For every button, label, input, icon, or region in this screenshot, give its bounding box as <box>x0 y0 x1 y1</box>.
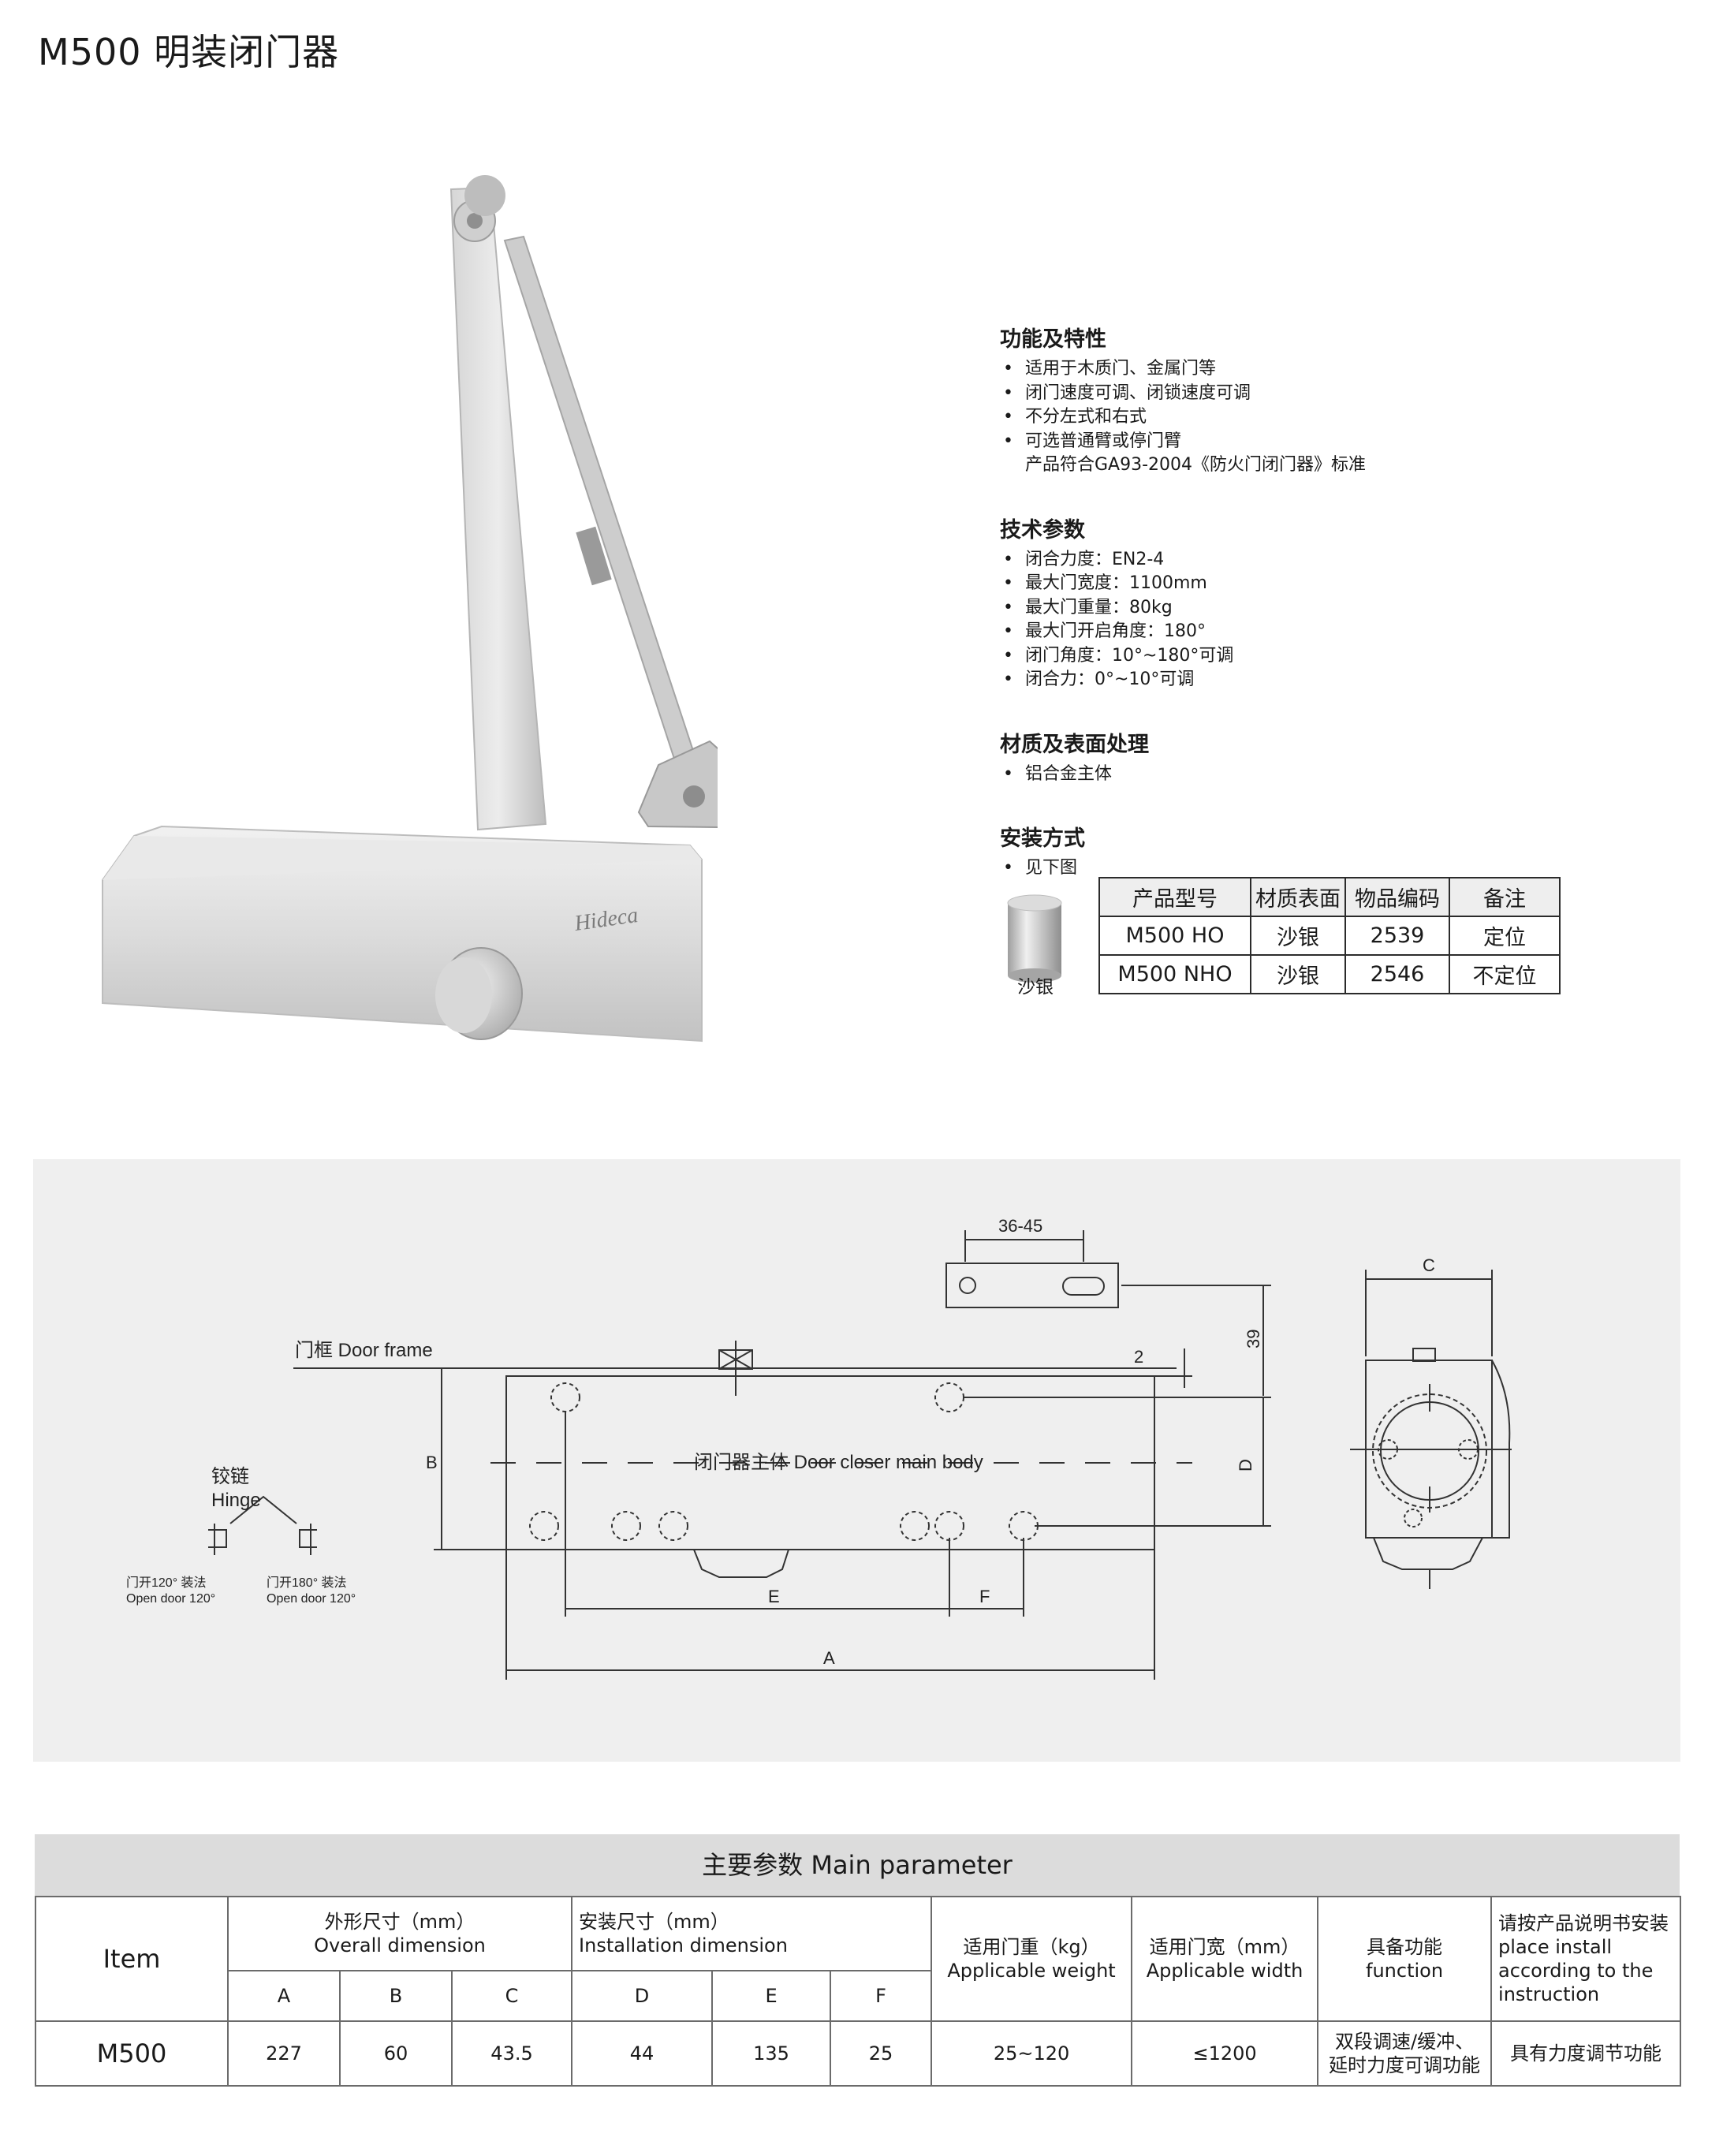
dim-2: 2 <box>1134 1347 1143 1367</box>
dim-b: B <box>426 1453 438 1472</box>
dim-col-header: D <box>571 1970 714 2022</box>
dim-col-header: B <box>339 1970 453 2022</box>
product-photo: Hideca <box>102 175 718 1043</box>
code-header: 材质表面 <box>1250 877 1346 917</box>
material-list: •铝合金主体 <box>1000 763 1647 787</box>
list-item: •适用于木质门、金属门等 <box>1003 359 1217 379</box>
table-row: M500 227 60 43.5 44 135 25 25~120 ≤1200 … <box>35 2020 1682 2087</box>
open120-en: Open door 120° <box>126 1592 215 1606</box>
standard-note: 产品符合GA93-2004《防火门闭门器》标准 <box>1025 455 1367 475</box>
dim-col-header: C <box>450 1970 573 2022</box>
dim-c: C <box>1423 1255 1435 1275</box>
door-frame-label: 门框 Door frame <box>295 1340 433 1361</box>
list-item: •可选普通臂或停门臂 <box>1003 431 1182 451</box>
overall-header: 外形尺寸（mm）Overall dimension <box>226 1896 573 1971</box>
finish-swatch <box>1007 894 1062 983</box>
dim-d: D <box>1236 1459 1255 1472</box>
list-item: •铝合金主体 <box>1003 763 1113 784</box>
list-item: •闭合力度：EN2-4 <box>1003 549 1165 569</box>
spec-panel: 功能及特性 •适用于木质门、金属门等 •闭门速度可调、闭锁速度可调 •不分左式和… <box>1000 322 1647 916</box>
dim-col-header: E <box>711 1970 832 2022</box>
item-header: Item <box>35 1896 229 2022</box>
main-body-label: 闭门器主体 Door closer main body <box>694 1452 983 1473</box>
param-title: 主要参数 Main parameter <box>35 1834 1680 1896</box>
table-row: M500 NHO 沙银 2546 不定位 <box>1098 954 1561 994</box>
open120-cn: 门开120° 装法 <box>126 1576 207 1590</box>
section-heading-material: 材质及表面处理 <box>1000 732 1149 757</box>
dim-col-header: F <box>830 1970 933 2022</box>
param-table: Item 外形尺寸（mm）Overall dimension 安装尺寸（mm）I… <box>35 1896 1682 2087</box>
dim-39: 39 <box>1244 1330 1263 1348</box>
width-header: 适用门宽（mm）Applicable width <box>1131 1896 1319 2022</box>
hinge-label-en: Hinge <box>211 1490 261 1511</box>
code-header: 产品型号 <box>1098 877 1251 917</box>
section-heading-tech: 技术参数 <box>1000 517 1085 543</box>
code-table: 产品型号 材质表面 物品编码 备注 M500 HO 沙银 2539 定位 M50… <box>1098 877 1561 994</box>
table-row: M500 HO 沙银 2539 定位 <box>1098 916 1561 956</box>
list-item: •闭合力：0°~10°可调 <box>1003 670 1195 689</box>
drawing-background <box>33 1159 1680 1762</box>
list-item: •见下图 <box>1003 858 1078 878</box>
feature-list: •适用于木质门、金属门等 •闭门速度可调、闭锁速度可调 •不分左式和右式 •可选… <box>1000 357 1647 478</box>
list-item: •不分左式和右式 <box>1003 407 1147 427</box>
dim-bracket: 36-45 <box>998 1216 1042 1236</box>
open180-cn: 门开180° 装法 <box>267 1576 347 1590</box>
section-heading-install: 安装方式 <box>1000 826 1085 851</box>
section-heading-features: 功能及特性 <box>1000 327 1106 352</box>
dim-f: F <box>979 1587 990 1606</box>
code-header: 物品编码 <box>1344 877 1450 917</box>
page-title: M500 明装闭门器 <box>38 31 340 73</box>
dim-col-header: A <box>227 1970 341 2022</box>
list-item: •闭门角度：10°~180°可调 <box>1003 645 1234 666</box>
installation-drawing: 门框 Door frame 闭门器主体 Door closer main bod… <box>126 1216 1512 1680</box>
tech-list: •闭合力度：EN2-4 •最大门宽度：1100mm •最大门重量：80kg •最… <box>1000 548 1647 692</box>
code-header: 备注 <box>1449 877 1561 917</box>
install-list: •见下图 <box>1000 856 1647 881</box>
dim-a: A <box>823 1648 835 1668</box>
list-item: •最大门重量：80kg <box>1003 597 1173 617</box>
open180-en: Open door 120° <box>267 1592 356 1606</box>
list-item: •最大门开启角度：180° <box>1003 621 1206 641</box>
weight-header: 适用门重（kg）Applicable weight <box>930 1896 1133 2022</box>
install-header: 安装尺寸（mm）Installation dimension <box>571 1896 933 1971</box>
dim-e: E <box>768 1587 780 1606</box>
list-item: •闭门速度可调、闭锁速度可调 <box>1003 382 1251 403</box>
hinge-label-cn: 铰链 <box>211 1466 249 1487</box>
list-item: •最大门宽度：1100mm <box>1003 573 1207 593</box>
finish-label: 沙银 <box>1017 977 1054 998</box>
